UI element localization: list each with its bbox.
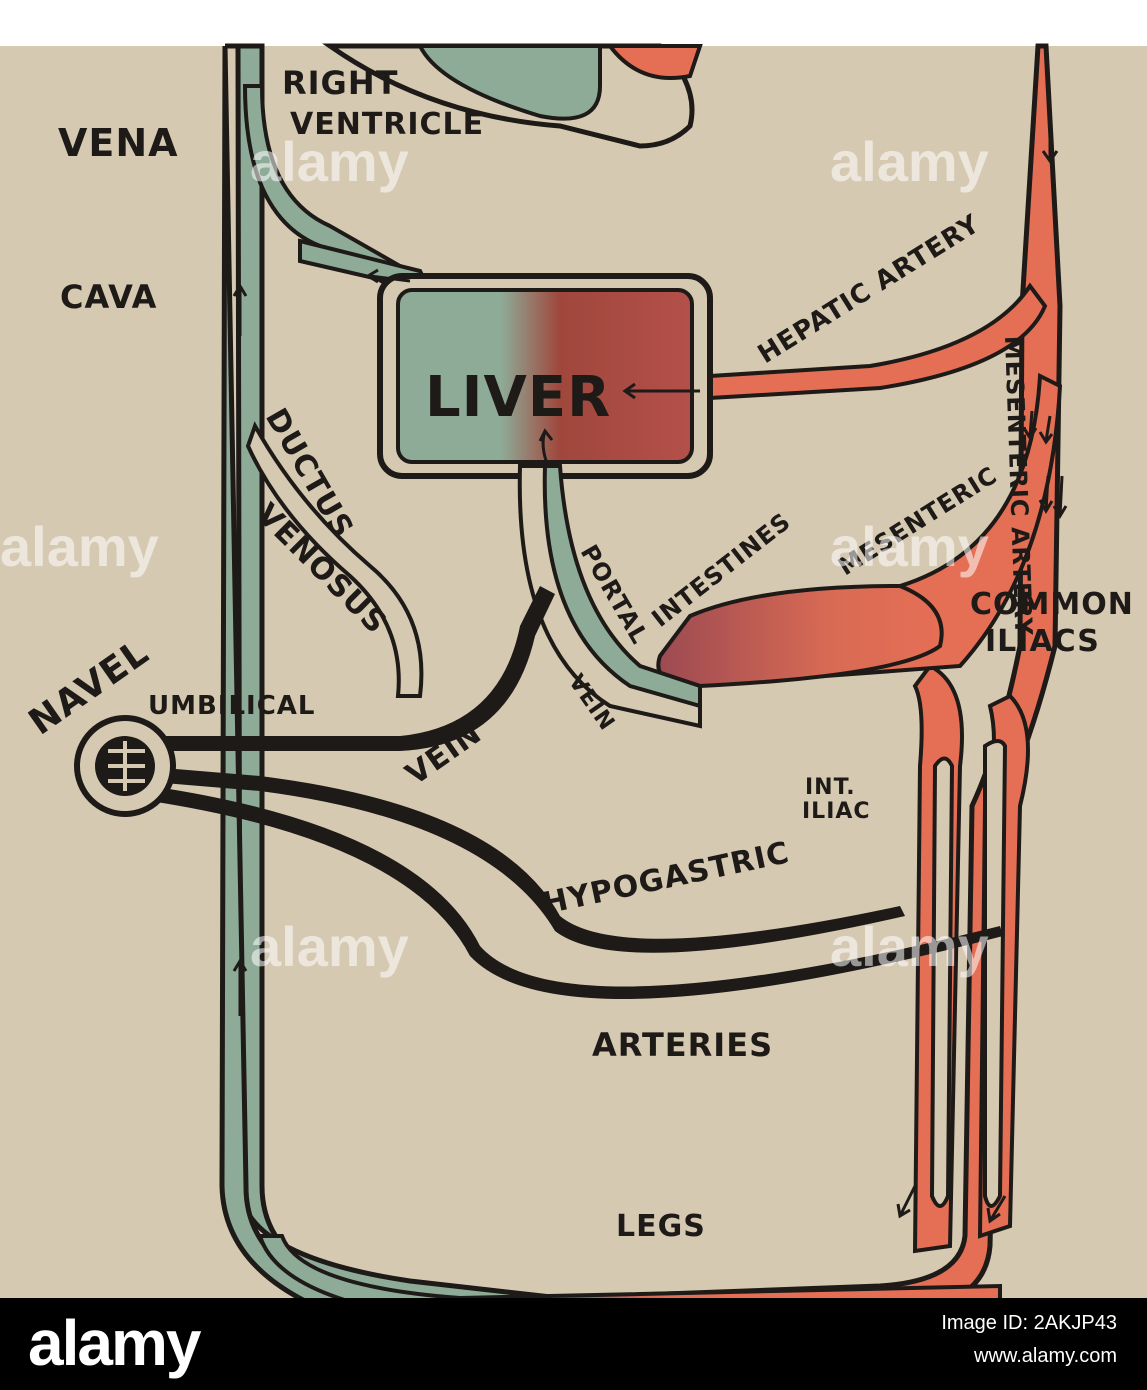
- label-arteries: ARTERIES: [592, 1026, 773, 1064]
- ductus-venosus: [245, 421, 424, 698]
- label-cava: CAVA: [60, 278, 157, 316]
- arrow-vena-up-2: [232, 958, 248, 1016]
- portal-vein-outer: [517, 464, 702, 729]
- arrow-iliac-3: [1038, 475, 1054, 515]
- arrow-hepatic-vein: [365, 268, 411, 284]
- footer-bar: alamy Image ID: 2AKJP43 www.alamy.com: [0, 1298, 1147, 1390]
- flow-arrows: [232, 126, 1068, 1224]
- site-url: www.alamy.com: [974, 1345, 1117, 1367]
- arrow-leg-1: [896, 1185, 917, 1219]
- label-int: INT.: [805, 775, 856, 800]
- arrow-liver-in: [622, 382, 700, 400]
- label-vena: VENA: [58, 121, 179, 165]
- label-common: COMMON: [970, 587, 1134, 622]
- watermarks: alamy alamy alamy alamy alamy alamy: [0, 130, 989, 978]
- watermark: alamy: [830, 130, 989, 193]
- arrow-vena-up-1: [232, 283, 248, 336]
- heart: [322, 43, 703, 149]
- label-iliacs: ILIACS: [985, 624, 1100, 659]
- arrow-leg-2: [986, 1195, 1007, 1224]
- arrow-iliac-2: [1038, 415, 1054, 445]
- watermark: alamy: [0, 515, 159, 578]
- image-id: Image ID: 2AKJP43: [941, 1312, 1117, 1334]
- label-umbilical: UMBILICAL: [148, 691, 316, 721]
- hypogastric-artery-2: [150, 786, 1003, 999]
- arrow-aorta: [1041, 126, 1059, 164]
- hypogastric-artery-1: [140, 766, 905, 953]
- watermark: alamy: [250, 130, 409, 193]
- navel: [74, 715, 176, 817]
- label-liver: LIVER: [425, 365, 611, 430]
- footer-meta: Image ID: 2AKJP43 www.alamy.com: [941, 1312, 1117, 1368]
- arrow-iliac-4: [1052, 475, 1068, 519]
- watermark: alamy: [830, 515, 989, 578]
- watermark: alamy: [250, 915, 409, 978]
- label-right: RIGHT: [282, 64, 398, 102]
- brand-logo: alamy: [28, 1307, 201, 1379]
- label-iliac: ILIAC: [802, 799, 871, 824]
- watermark: alamy: [830, 915, 989, 978]
- hepatic-artery: [708, 282, 1048, 401]
- arrow-iliac-1: [1022, 410, 1038, 441]
- arrow-portal-up: [538, 428, 554, 467]
- label-ventricle: VENTRICLE: [290, 107, 484, 142]
- label-legs: LEGS: [616, 1209, 706, 1244]
